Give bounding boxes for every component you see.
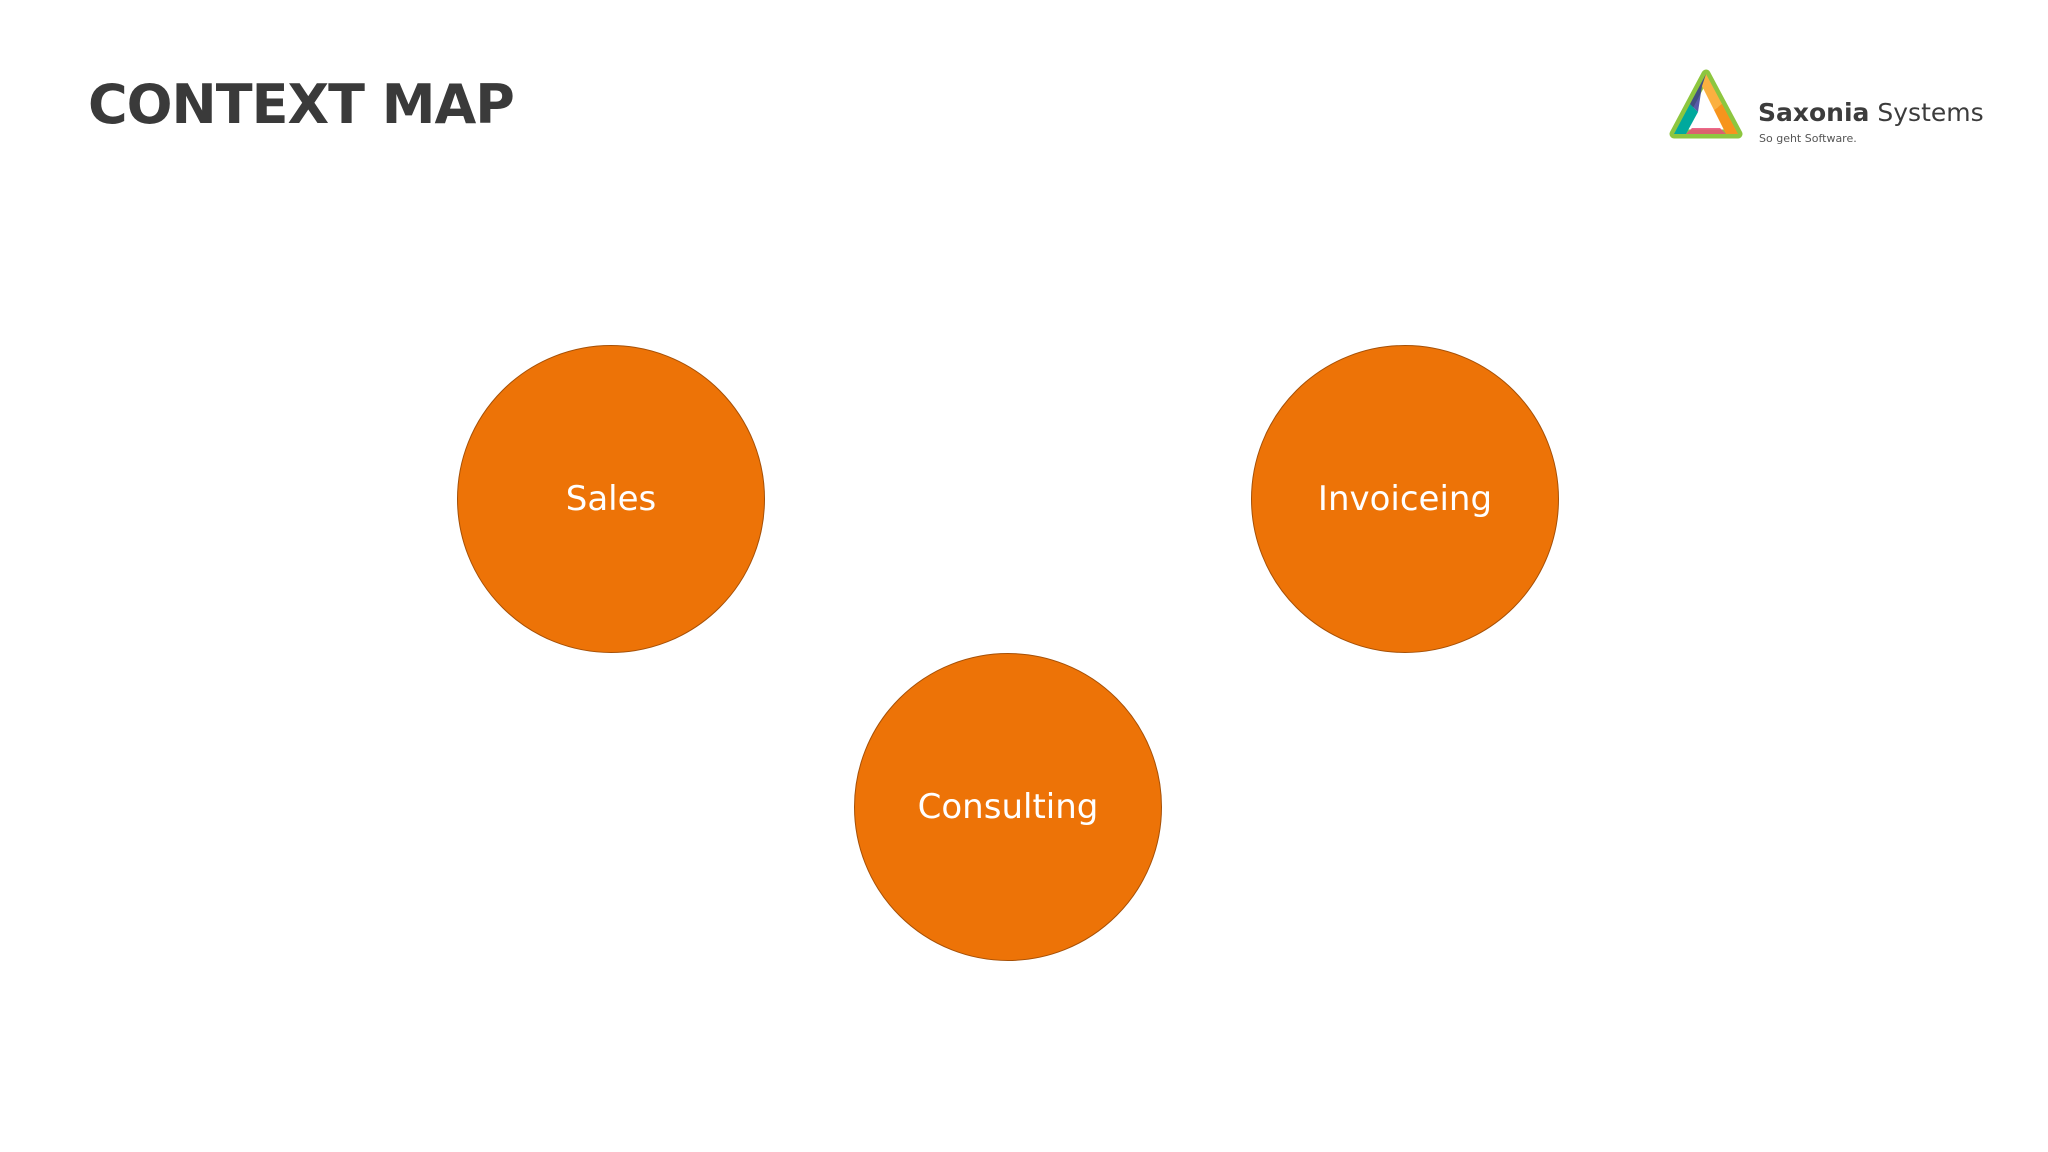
bounded-context-label: Invoiceing xyxy=(1317,479,1493,519)
slide-title: CONTEXT MAP xyxy=(88,73,515,136)
saxonia-systems-logo: Saxonia Systems So geht Software. xyxy=(1668,68,1984,158)
logo-name-regular: Systems xyxy=(1877,98,1984,127)
bounded-context-invoicing[interactable]: Invoiceing xyxy=(1251,345,1559,653)
bounded-context-label: Consulting xyxy=(917,787,1099,827)
logo-wordmark: Saxonia Systems xyxy=(1758,98,1984,128)
bounded-context-sales[interactable]: Sales xyxy=(457,345,765,653)
saxonia-triangle-logo-icon xyxy=(1669,69,1743,139)
bounded-context-consulting[interactable]: Consulting xyxy=(854,653,1162,961)
logo-tagline: So geht Software. xyxy=(1759,132,1857,145)
logo-name-bold: Saxonia xyxy=(1758,98,1870,127)
bounded-context-label: Sales xyxy=(565,479,657,519)
